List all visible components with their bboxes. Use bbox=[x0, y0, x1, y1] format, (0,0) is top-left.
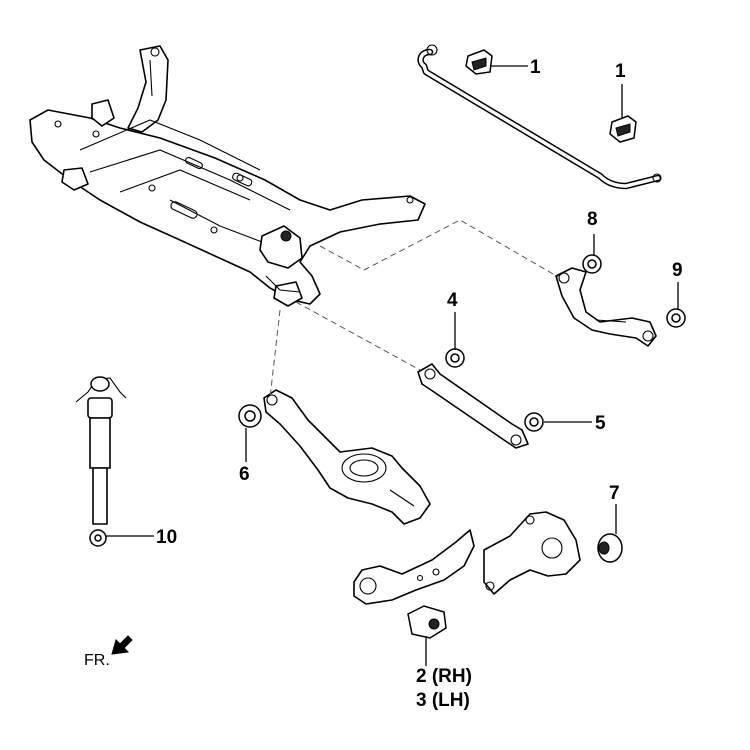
arrow-down-left-icon bbox=[111, 635, 133, 655]
callout-3-lh: 3 (LH) bbox=[416, 690, 470, 711]
upper-arm-bushing-9 bbox=[666, 308, 686, 328]
front-direction-label: FR. bbox=[84, 652, 110, 669]
callout-1-right: 1 bbox=[615, 61, 626, 82]
callout-8: 8 bbox=[587, 209, 598, 230]
knuckle-bushing-7 bbox=[597, 533, 623, 563]
assist-link bbox=[417, 363, 529, 449]
rear-knuckle bbox=[483, 511, 581, 595]
trailing-arm bbox=[353, 529, 475, 605]
callout-6: 6 bbox=[239, 464, 250, 485]
lower-control-arm bbox=[263, 389, 431, 525]
upper-arm bbox=[555, 267, 657, 347]
callout-7: 7 bbox=[609, 483, 620, 504]
shock-absorber bbox=[75, 376, 127, 547]
reference-lines bbox=[269, 219, 561, 399]
callout-1-upper: 1 bbox=[530, 57, 541, 78]
rear-subframe bbox=[29, 45, 426, 307]
trailing-arm-bushing bbox=[407, 605, 447, 639]
stabilizer-bushing-lower bbox=[609, 115, 637, 143]
leader-lines bbox=[106, 65, 679, 666]
stabilizer-bushing-upper bbox=[465, 49, 493, 75]
upper-arm-bushing-8 bbox=[582, 254, 602, 274]
front-direction-indicator: FR. bbox=[84, 635, 133, 669]
callout-2-rh: 2 (RH) bbox=[416, 666, 472, 687]
callout-10: 10 bbox=[156, 527, 177, 548]
callout-5: 5 bbox=[595, 413, 606, 434]
callout-4: 4 bbox=[447, 290, 458, 311]
lower-arm-bushing-6 bbox=[238, 404, 262, 428]
callout-9: 9 bbox=[672, 260, 683, 281]
stabilizer-bar bbox=[417, 44, 662, 190]
assist-link-bushing-4 bbox=[445, 348, 465, 368]
assist-link-bushing-5 bbox=[524, 412, 544, 432]
